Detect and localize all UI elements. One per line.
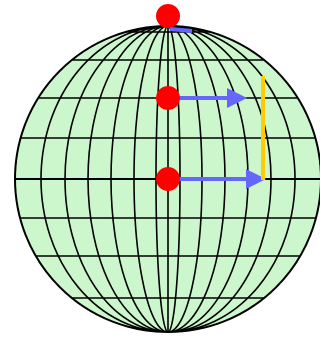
north-pole-arrow <box>169 27 193 33</box>
north-pole-point <box>156 4 180 28</box>
mid-latitude-point <box>156 86 180 110</box>
equator-point <box>156 167 180 191</box>
